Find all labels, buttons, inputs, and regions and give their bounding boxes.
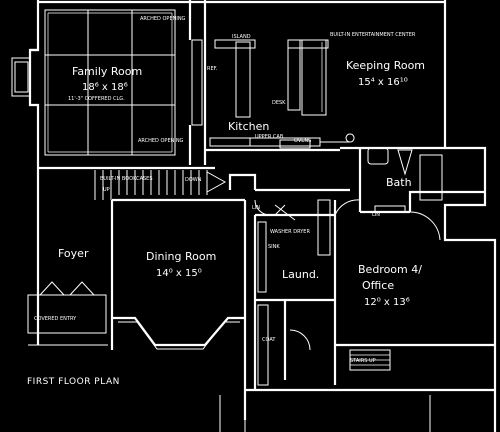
ref-note: REF. [207,66,218,72]
stairs-right-note: STAIRS UP [350,358,376,364]
kitchen-label: Kitchen [228,120,269,133]
family-room-label: Family Room [72,65,142,78]
desk-note: DESK [272,100,286,106]
foyer-label: Foyer [58,247,89,260]
ovens-note: OVENS [294,138,311,144]
closets [257,199,406,386]
sink-note: SINK [268,244,280,250]
room-labels: Family Room 18⁶ x 18⁶ 11'-3" COFFERED CL… [27,59,425,387]
arched-opening-top: ARCHED OPENING [140,16,186,22]
doors [254,147,441,241]
bath-label: Bath [386,176,412,189]
built-ins [191,39,443,201]
linen-note: LIN [252,205,260,211]
arched-opening-bottom: ARCHED OPENING [138,138,184,144]
annotations: ARCHED OPENING ARCHED OPENING BUILT-IN E… [34,16,416,364]
foyer-entry [27,281,108,346]
plan-title: FIRST FLOOR PLAN [27,377,120,387]
bedroom-label: Bedroom 4/ [358,263,422,276]
stairs-down-note: DOWN [185,177,202,183]
dining-room-dim: 14⁰ x 15⁰ [156,268,202,279]
family-room-note: 11'-3" COFFERED CLG. [68,96,125,102]
laundry-label: Laund. [282,268,319,281]
dining-room-label: Dining Room [146,250,216,263]
washer-dryer-note: WASHER DRYER [270,229,310,235]
keeping-room-label: Keeping Room [346,59,425,72]
covered-entry-note: COVERED ENTRY [34,316,77,322]
stairs-up-note: UP [103,187,110,193]
bedroom-label-2: Office [362,279,394,292]
coat-note: COAT [262,337,276,343]
coffered-ceiling [44,9,176,156]
linen2-note: LIN [372,212,380,218]
bedroom-dim: 12⁰ x 13⁶ [364,297,410,308]
family-room-dim: 18⁶ x 18⁶ [82,82,128,93]
keeping-room-dim: 15⁴ x 16¹⁰ [358,77,408,88]
built-in-entertainment: BUILT-IN ENTERTAINMENT CENTER [330,32,416,38]
stair-treads [94,170,227,200]
island-note: ISLAND [232,34,251,40]
upper-cab-note: UPPER CAB. [255,134,285,140]
bookcases-note: BUILT-IN BOOKCASES [100,176,153,182]
